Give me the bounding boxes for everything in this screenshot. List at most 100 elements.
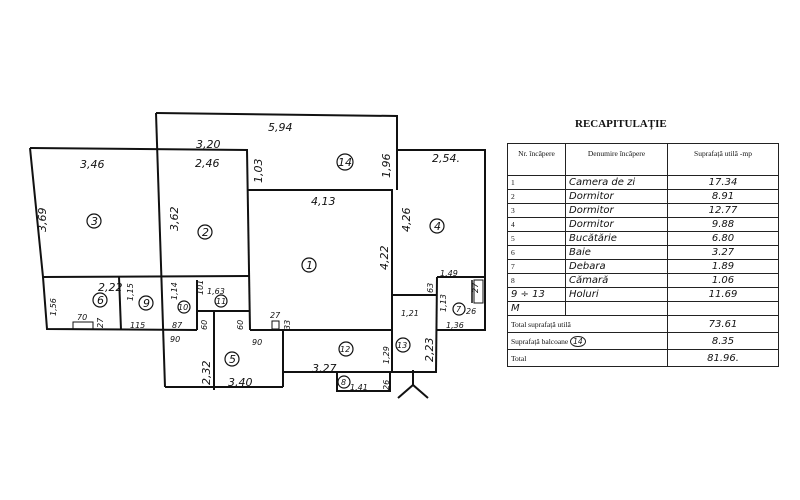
row-nr: M [507, 301, 566, 316]
dim-label: 4,13 [311, 195, 336, 208]
row-name: Dormitor [565, 217, 668, 232]
recap-title: RECAPITULAȚIE [575, 118, 667, 130]
dim-label: 4,26 [400, 208, 413, 233]
header-area: Suprafață utilă -mp [667, 143, 779, 176]
row-nr: 5 [507, 231, 566, 246]
table-row: M [507, 301, 779, 316]
row-nr: 8 [507, 273, 566, 288]
row-nr: 7 [507, 259, 566, 274]
dim-label: 26 [466, 307, 476, 316]
row-area: 12.77 [667, 203, 779, 218]
dim-label: 90 [252, 338, 262, 347]
recap-table: Nr. încăpere Denumire încăpere Suprafață… [507, 143, 779, 367]
dimension-labels: 5,94 3,20 2,46 3,46 2,54. 4,13 2,22 1,63… [36, 121, 480, 392]
row-area: 6.80 [667, 231, 779, 246]
total-value: 81.96. [667, 349, 779, 367]
room-3-label: 3 [91, 215, 98, 228]
row-name: Camera de zi [565, 175, 668, 190]
dim-label: 60 [236, 320, 245, 330]
dim-label: 1,56 [49, 298, 58, 316]
dim-label: 63 [426, 283, 435, 293]
dim-label: 3,62 [168, 207, 181, 232]
dim-label: 27 [96, 317, 105, 328]
table-header: Nr. încăpere Denumire încăpere Suprafață… [507, 143, 779, 176]
dim-label: 1,15 [126, 283, 135, 301]
dim-label: 1,36 [446, 321, 464, 330]
dim-label: 1,21 [401, 309, 419, 318]
room-12-label: 12 [340, 345, 350, 354]
row-name: Dormitor [565, 189, 668, 204]
dim-label: 4,22 [378, 246, 391, 271]
dim-label: 3,27 [312, 362, 337, 375]
dim-label: 2,22 [98, 281, 123, 294]
dim-label: 1,13 [439, 294, 448, 312]
row-area: 8.91 [667, 189, 779, 204]
room-6-label: 6 [97, 294, 104, 307]
row-nr: 4 [507, 217, 566, 232]
room-5-label: 5 [229, 353, 236, 366]
row-area: 1.06 [667, 273, 779, 288]
room-4-label: 4 [434, 220, 441, 233]
dim-label: 60 [200, 320, 209, 330]
room-1-label: 1 [306, 259, 313, 272]
dim-label: 1,49 [440, 269, 458, 278]
dim-label: 101 [196, 280, 205, 295]
row-name: Baie [565, 245, 668, 260]
dim-label: 3,20 [196, 138, 221, 151]
header-name: Denumire încăpere [565, 143, 668, 176]
room-2-label: 2 [202, 226, 209, 239]
row-name [565, 301, 668, 316]
entrance-arrow-icon [397, 370, 429, 399]
dim-label: 33 [283, 320, 292, 330]
row-nr: 6 [507, 245, 566, 260]
balcony-label: Suprafață balcoane [511, 336, 569, 346]
dim-label: 2,46 [195, 157, 220, 170]
dim-label: 2,32 [200, 361, 213, 386]
row-area: 11.69 [667, 287, 779, 302]
room-labels: 3 2 1 4 14 6 9 10 11 5 12 13 7 8 [86, 153, 466, 389]
dim-label: 2,23 [423, 338, 436, 363]
row-name: Bucătărie [565, 231, 668, 246]
row-name: Dormitor [565, 203, 668, 218]
dim-label: 3,46 [80, 158, 105, 171]
row-name: Holuri [565, 287, 668, 302]
room-8-label: 8 [341, 378, 346, 387]
room-10-label: 10 [178, 303, 188, 312]
room-13-label: 13 [397, 341, 407, 350]
dim-label: 3,69 [36, 208, 49, 233]
dim-label: 27 [471, 282, 480, 293]
walls [29, 112, 486, 392]
row-nr: 3 [507, 203, 566, 218]
dim-label: 27 [270, 311, 281, 320]
dim-label: 1,14 [170, 282, 179, 300]
dim-label: 2,54. [432, 152, 460, 165]
total-label: Total [507, 349, 668, 367]
dim-label: 1,41 [350, 383, 368, 392]
header-nr: Nr. încăpere [507, 143, 566, 176]
dim-label: 70 [77, 313, 87, 322]
row-area: 1.89 [667, 259, 779, 274]
dim-label: 1,29 [382, 346, 391, 364]
room-11-label: 11 [216, 297, 226, 306]
dim-label: 1,03 [252, 159, 265, 184]
dim-label: 90 [170, 335, 180, 344]
row-area: 17.34 [667, 175, 779, 190]
room-7-label: 7 [456, 305, 462, 314]
row-nr: 2 [507, 189, 566, 204]
dim-label: 115 [130, 321, 145, 330]
room-14-label: 14 [338, 156, 352, 169]
dim-label: 1,63 [207, 287, 225, 296]
total-util-value: 73.61 [667, 315, 779, 333]
row-name: Debara [565, 259, 668, 274]
row-area [667, 301, 779, 316]
total-util-label: Total suprafață utilă [507, 315, 668, 333]
row-nr: 1 [507, 175, 566, 190]
